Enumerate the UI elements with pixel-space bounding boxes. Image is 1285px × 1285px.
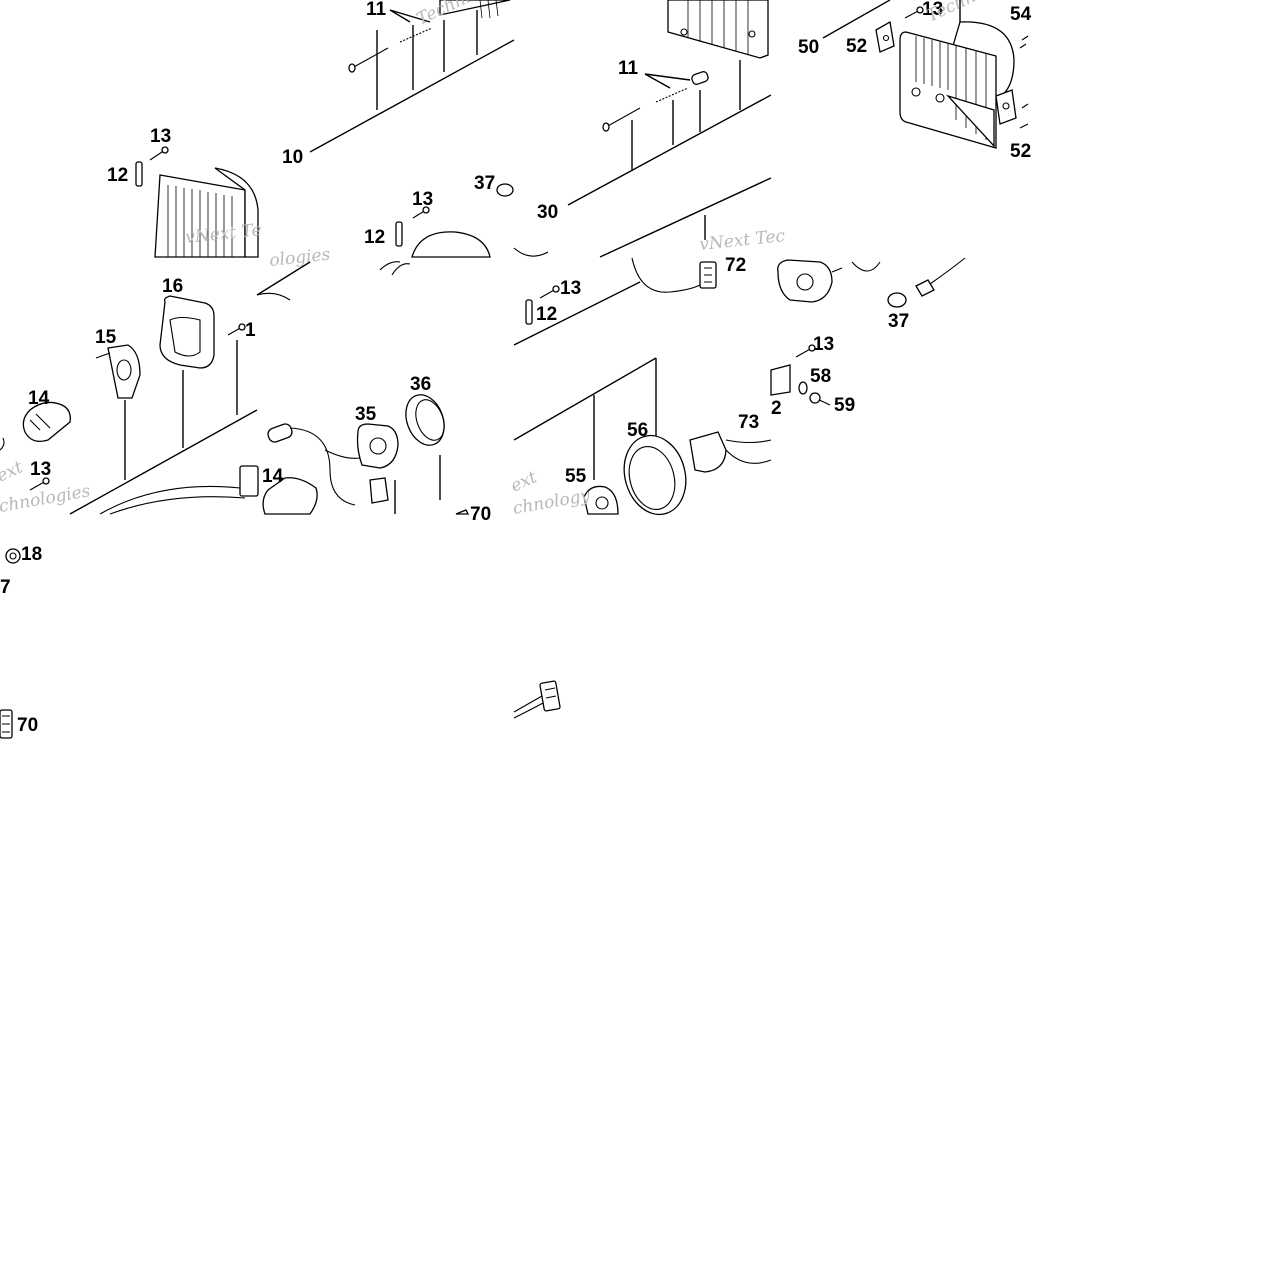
bulb-37-part	[496, 183, 514, 197]
screw-13-part	[29, 477, 50, 491]
spring-part	[399, 27, 433, 43]
clip-12-part	[525, 299, 533, 325]
screw-13-part	[904, 6, 924, 19]
callout-35: 35	[355, 404, 377, 425]
tile-lower-parts: 18 7 70	[0, 544, 561, 739]
bracket-15-part	[95, 344, 141, 399]
watermark: ext	[0, 457, 26, 486]
bulb-37-part	[887, 257, 966, 308]
tile-bulb-parts: 37 13 58 59 2	[770, 257, 966, 419]
callout-18: 18	[21, 544, 42, 565]
washer-58-part	[798, 381, 808, 395]
grommet-18-part	[5, 548, 21, 564]
connector-70-part	[0, 709, 13, 739]
clip-12b-part	[395, 221, 403, 247]
tile-taillamp-parts: 16 15 1 14 13 36 35 14 70 ext chnologies	[0, 261, 491, 525]
socket-35-part	[356, 423, 399, 469]
callout-2: 2	[771, 398, 782, 419]
housing-16-part	[159, 295, 215, 369]
callout-73: 73	[738, 412, 759, 433]
callout-12b: 12	[364, 227, 385, 248]
watermark: chnologies	[0, 481, 92, 517]
watermark: vNext Tec	[698, 226, 786, 255]
callout-13: 13	[922, 0, 943, 20]
spring-part	[655, 87, 689, 103]
callout-30: 30	[537, 202, 558, 223]
callout-70: 70	[470, 504, 491, 525]
callout-52: 52	[846, 36, 867, 57]
socket-55-part	[583, 485, 619, 515]
tile-headlamp-right: 50 52 13 54 52 Techno	[798, 0, 1032, 162]
screw-1-part	[227, 323, 246, 336]
callout-14b: 14	[262, 466, 284, 487]
bulb-14-part	[22, 401, 71, 443]
callout-52b: 52	[1010, 141, 1031, 162]
callout-10: 10	[282, 147, 303, 168]
callout-11: 11	[618, 58, 639, 79]
callout-12: 12	[107, 165, 128, 186]
headlamp-unit-part	[899, 21, 1015, 149]
bracket-52b-part	[995, 89, 1017, 125]
screw-part	[602, 107, 641, 132]
bracket-part	[770, 364, 791, 396]
socket-wire-part	[267, 423, 389, 506]
tile-headlamp-left: 11 10 13 12 13 37 12 Techni vNext Te olo…	[107, 0, 515, 276]
callout-37: 37	[888, 311, 909, 332]
callout-11: 11	[366, 0, 387, 20]
sleeve-part	[691, 71, 709, 85]
watermark: ologies	[268, 245, 331, 271]
bulb-14b-part	[262, 477, 318, 515]
callout-56: 56	[627, 420, 648, 441]
callout-7: 7	[0, 577, 11, 598]
screw-13-part	[149, 146, 169, 161]
tile-lamp-socket: 72 13 12 56 73 55 ext chnology	[508, 255, 772, 519]
headlamp-rear-part	[411, 231, 491, 258]
bolt-59-part	[809, 392, 831, 406]
callout-36: 36	[410, 374, 431, 395]
screw-13-part	[539, 285, 560, 299]
callout-70: 70	[17, 715, 38, 736]
callout-37: 37	[474, 173, 495, 194]
bracket-52-part	[875, 20, 895, 53]
screw-13-part	[795, 344, 816, 358]
callout-58: 58	[810, 366, 831, 387]
callout-12: 12	[536, 304, 557, 325]
callout-16: 16	[162, 276, 183, 297]
headlamp-unit-part	[154, 167, 259, 258]
lens-56-part	[623, 434, 687, 516]
callout-14: 14	[28, 388, 50, 409]
headlamp-lens-part	[667, 0, 769, 59]
callout-54: 54	[1010, 4, 1032, 25]
callout-59: 59	[834, 395, 855, 416]
tile-headlamp-center: 11 30	[537, 0, 772, 223]
callout-50: 50	[798, 37, 819, 58]
headlamp-lens-top	[439, 0, 511, 19]
callout-13: 13	[813, 334, 834, 355]
connector-73-part	[689, 431, 772, 473]
callout-72: 72	[725, 255, 746, 276]
halogen-bulb-part	[777, 259, 843, 303]
screw-13b-part	[412, 206, 430, 219]
clip-12-part	[135, 161, 143, 187]
ring-36-part	[405, 394, 445, 446]
connector-72-part	[631, 257, 717, 293]
callout-1: 1	[245, 320, 256, 341]
connector-harness-part	[513, 680, 561, 719]
watermark: ext	[508, 467, 541, 496]
callout-13b: 13	[412, 189, 433, 210]
callout-55: 55	[565, 466, 587, 487]
callout-15: 15	[95, 327, 117, 348]
callout-13: 13	[150, 126, 171, 147]
wire-harness-part	[99, 292, 291, 515]
callout-13: 13	[30, 459, 51, 480]
callout-13: 13	[560, 278, 581, 299]
screw-part	[348, 47, 389, 73]
